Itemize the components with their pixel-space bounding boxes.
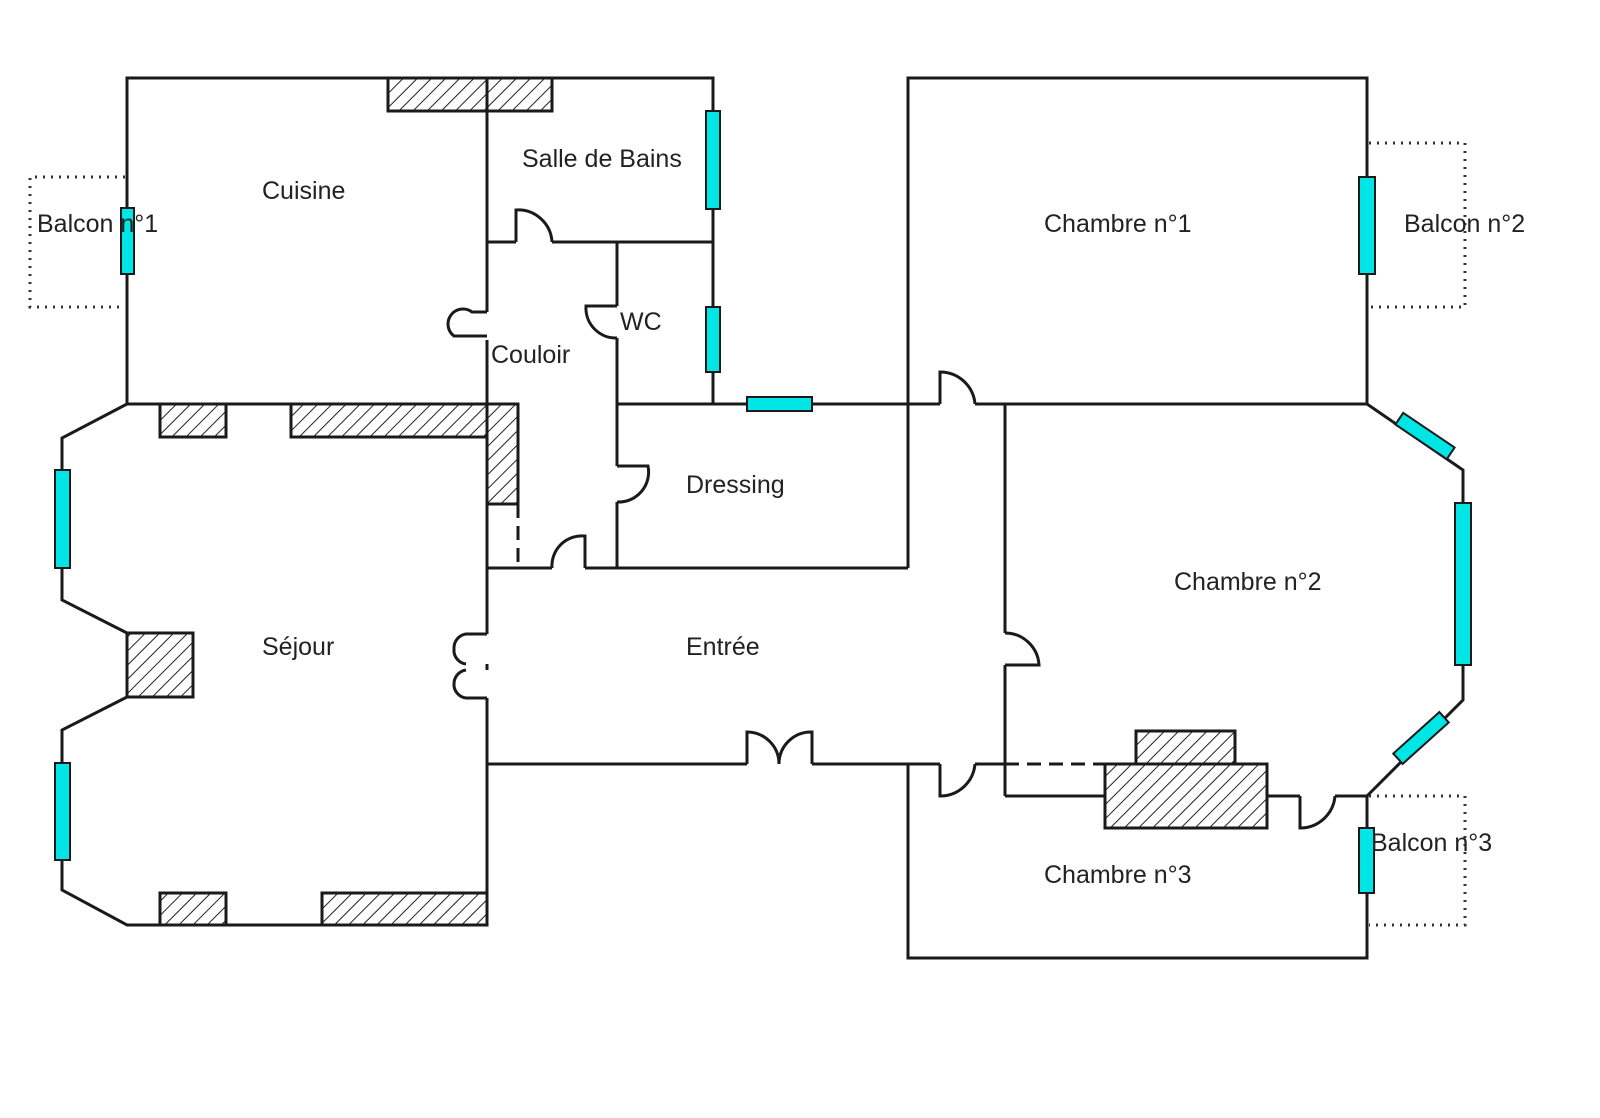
door-dressing[interactable] (616, 464, 651, 504)
balcony-2-outline (1369, 141, 1467, 309)
label-chambre-3: Chambre n°3 (1044, 861, 1192, 889)
window (1391, 710, 1451, 766)
room-labels: Cuisine Salle de Bains WC Couloir Dressi… (37, 145, 1525, 889)
balcony-3-outline (1369, 794, 1467, 927)
windows (54, 110, 1472, 894)
chimney (386, 76, 554, 113)
window (705, 306, 721, 373)
balconies (28, 141, 1467, 927)
label-entree: Entrée (686, 633, 760, 661)
door-sejour[interactable] (452, 632, 487, 700)
door-kitchen[interactable] (446, 307, 487, 338)
label-sejour: Séjour (262, 633, 334, 661)
window (1358, 827, 1375, 894)
chimneys (125, 76, 1269, 927)
chimney (289, 402, 489, 439)
chambre1-walls (906, 76, 1369, 568)
label-couloir: Couloir (491, 341, 570, 369)
label-salle-de-bains: Salle de Bains (522, 145, 682, 173)
door-chambre1[interactable] (938, 370, 977, 405)
chimney (1134, 729, 1237, 766)
chimney (158, 402, 228, 439)
label-wc: WC (620, 308, 662, 336)
label-chambre-1: Chambre n°1 (1044, 210, 1192, 238)
window (54, 762, 71, 861)
chimney (485, 402, 520, 506)
chimney (125, 631, 195, 699)
door-chambre2-chambre3[interactable] (1298, 795, 1337, 830)
window (54, 469, 71, 569)
chimney (1103, 762, 1269, 830)
label-dressing: Dressing (686, 471, 785, 499)
window (1454, 502, 1472, 666)
label-cuisine: Cuisine (262, 177, 345, 205)
door-couloir[interactable] (550, 534, 587, 569)
window (1393, 411, 1457, 461)
door-entrance[interactable] (745, 730, 814, 765)
label-balcon-2: Balcon n°2 (1404, 210, 1525, 238)
door-wc[interactable] (584, 304, 618, 340)
chimney (320, 891, 489, 927)
door-chambre3[interactable] (938, 763, 977, 798)
chimney (158, 891, 228, 927)
label-chambre-2: Chambre n°2 (1174, 568, 1322, 596)
door-chambre2[interactable] (1004, 631, 1041, 667)
window (746, 396, 813, 412)
window (1358, 176, 1376, 275)
balcony-1-outline (28, 175, 125, 309)
door-bathroom[interactable] (514, 208, 554, 243)
window (120, 207, 135, 275)
label-balcon-1: Balcon n°1 (37, 210, 158, 238)
window (705, 110, 721, 210)
doors (446, 208, 1337, 830)
label-balcon-3: Balcon n°3 (1371, 829, 1492, 857)
